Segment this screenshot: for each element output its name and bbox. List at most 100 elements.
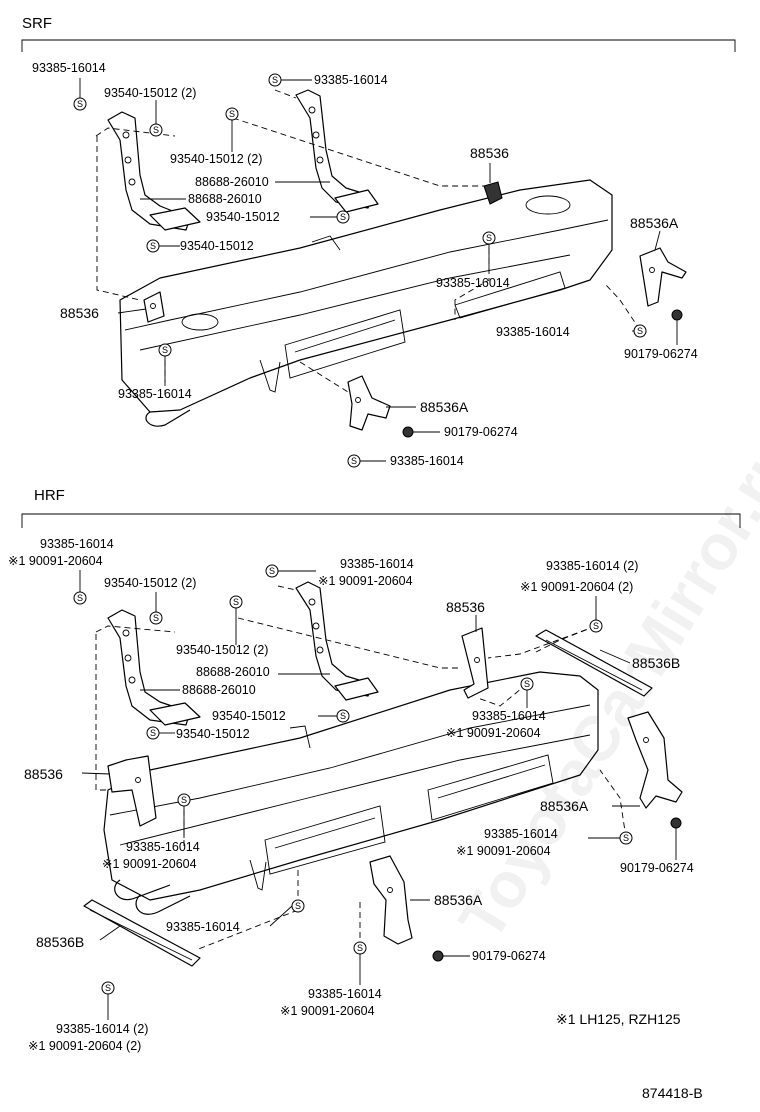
- s-washer-icon: S: [268, 73, 282, 87]
- part-label: 88536: [470, 145, 509, 161]
- s-washer-icon: S: [589, 619, 603, 633]
- part-label: 88688-26010: [195, 175, 269, 189]
- s-washer-icon: S: [73, 97, 87, 111]
- svg-text:S: S: [153, 125, 159, 135]
- hrf-center-hanger: [295, 581, 379, 701]
- s-washer-icon: S: [482, 231, 496, 245]
- hrf-section: HRF: [8, 487, 741, 1053]
- svg-text:S: S: [637, 326, 643, 336]
- model-note: ※1 LH125, RZH125: [556, 1011, 681, 1027]
- part-label: 88536: [446, 599, 485, 615]
- s-washer-icon: S: [146, 239, 160, 253]
- part-label: 88536A: [630, 215, 679, 231]
- svg-text:S: S: [77, 593, 83, 603]
- svg-text:S: S: [150, 241, 156, 251]
- part-label: 88688-26010: [188, 192, 262, 206]
- hrf-rail-88536b-left: [83, 899, 201, 967]
- s-washer-icon: S: [633, 324, 647, 338]
- s-washer-icon: S: [291, 899, 305, 913]
- part-label: 90179-06274: [624, 347, 698, 361]
- part-label: 93540-15012 (2): [176, 643, 268, 657]
- svg-text:S: S: [340, 711, 346, 721]
- hrf-fuel-tank: [103, 671, 599, 915]
- part-label: 93385-16014 (2): [546, 559, 638, 573]
- svg-text:S: S: [229, 109, 235, 119]
- svg-text:S: S: [105, 983, 111, 993]
- part-label: 88536: [60, 305, 99, 321]
- s-washer-icon: S: [101, 981, 115, 995]
- part-label: 93540-15012: [176, 727, 250, 741]
- s-washer-icon: S: [146, 726, 160, 740]
- srf-bracket-88536a-right: [639, 247, 687, 307]
- part-label: 93385-16014: [340, 557, 414, 571]
- s-washer-icon: S: [158, 343, 172, 357]
- part-label: 88536B: [632, 655, 680, 671]
- part-label: ※1 90091-20604: [280, 1004, 375, 1018]
- svg-text:S: S: [233, 597, 239, 607]
- s-washer-icon: S: [225, 107, 239, 121]
- part-label: ※1 90091-20604 (2): [28, 1039, 141, 1053]
- part-label: ※1 90091-20604: [456, 844, 551, 858]
- hrf-left-hanger: [107, 609, 201, 726]
- part-label: 88536B: [36, 934, 84, 950]
- s-washer-icon: S: [149, 123, 163, 137]
- part-label: 93540-15012 (2): [170, 152, 262, 166]
- part-label: 93385-16014: [118, 387, 192, 401]
- svg-text:S: S: [340, 212, 346, 222]
- part-label: 93540-15012 (2): [104, 86, 196, 100]
- srf-title: SRF: [22, 15, 52, 32]
- part-label: ※1 90091-20604 (2): [520, 580, 633, 594]
- srf-center-hanger: [295, 89, 379, 213]
- part-label: 93385-16014: [166, 920, 240, 934]
- part-label: 90179-06274: [444, 425, 518, 439]
- part-label: 93540-15012: [180, 239, 254, 253]
- s-washer-icon: S: [73, 591, 87, 605]
- s-washer-icon: S: [619, 831, 633, 845]
- srf-bracket-line: [21, 39, 736, 52]
- part-label: 93385-16014 (2): [56, 1022, 148, 1036]
- srf-bracket-88536a-bottom: [347, 375, 391, 431]
- part-label: 93385-16014: [32, 61, 106, 75]
- part-label: 93385-16014: [390, 454, 464, 468]
- srf-bracket-88536-left: [143, 291, 165, 323]
- part-label: ※1 90091-20604: [102, 857, 197, 871]
- part-label: 88536A: [420, 399, 469, 415]
- srf-left-hanger: [107, 111, 201, 231]
- svg-text:S: S: [269, 566, 275, 576]
- s-washer-icon: S: [336, 709, 350, 723]
- srf-nut-bottom: [402, 426, 414, 438]
- part-label: 93385-16014: [484, 827, 558, 841]
- part-label: 93385-16014: [436, 276, 510, 290]
- part-label: 88536A: [434, 892, 483, 908]
- s-washer-icon: S: [353, 941, 367, 955]
- hrf-bracket-88536a-bottom: [369, 855, 413, 945]
- part-label: 88536: [24, 766, 63, 782]
- watermark: ToyotaCarMirror.ru: [445, 426, 760, 952]
- part-label: 90179-06274: [620, 861, 694, 875]
- s-washer-icon: S: [229, 595, 243, 609]
- part-label: 93540-15012: [212, 709, 286, 723]
- part-label: ※1 90091-20604: [8, 554, 103, 568]
- part-label: 93385-16014: [472, 709, 546, 723]
- svg-text:S: S: [486, 233, 492, 243]
- part-label: 88536A: [540, 798, 589, 814]
- s-washer-icon: S: [347, 454, 361, 468]
- part-label: ※1 90091-20604: [318, 574, 413, 588]
- s-washer-icon: S: [149, 611, 163, 625]
- hrf-bracket-88536-left: [107, 755, 157, 827]
- s-washer-icon: S: [265, 564, 279, 578]
- part-label: 93540-15012 (2): [104, 576, 196, 590]
- svg-text:S: S: [623, 833, 629, 843]
- svg-text:S: S: [162, 345, 168, 355]
- svg-text:S: S: [295, 901, 301, 911]
- part-label: 93385-16014: [126, 840, 200, 854]
- figure-id: 874418-B: [642, 1085, 703, 1101]
- part-label: 93385-16014: [314, 73, 388, 87]
- s-washer-icon: S: [336, 210, 350, 224]
- srf-fuel-tank: [119, 179, 613, 427]
- part-label: 93385-16014: [496, 325, 570, 339]
- svg-text:S: S: [593, 621, 599, 631]
- srf-section: SRF: [21, 15, 736, 468]
- hrf-nut-bottom: [432, 950, 444, 962]
